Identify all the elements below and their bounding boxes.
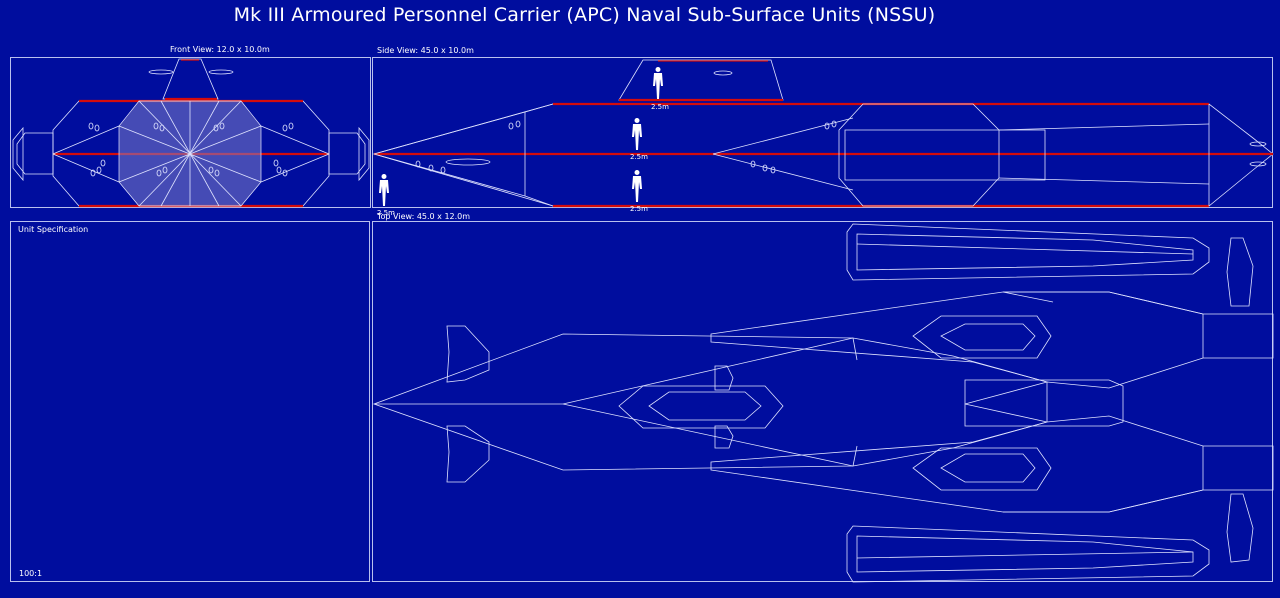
- scale-label: 2.5m: [651, 103, 669, 111]
- front-view-panel: [10, 57, 371, 208]
- unit-specification-heading: Unit Specification: [18, 225, 89, 234]
- drawing-scale: 100:1: [19, 569, 43, 578]
- drawing-title: Mk III Armoured Personnel Carrier (APC) …: [233, 4, 936, 26]
- side-view-label: Side View: 45.0 x 10.0m: [377, 46, 474, 55]
- top-view-drawing: [372, 223, 1274, 583]
- scale-figure: [632, 170, 642, 202]
- front-view-label: Front View: 12.0 x 10.0m: [170, 45, 270, 54]
- front-view-drawing: [12, 58, 370, 208]
- side-view-panel: 2.5m 2.5m 2.5m 2.5m: [372, 57, 1274, 217]
- side-view-drawing: 2.5m 2.5m 2.5m 2.5m: [372, 59, 1274, 217]
- scale-figure: [632, 118, 642, 150]
- top-view-label: Top View: 45.0 x 12.0m: [377, 212, 471, 221]
- scale-figure: [379, 174, 389, 206]
- scale-label: 2.5m: [630, 205, 648, 213]
- scale-label: 2.5m: [377, 209, 395, 217]
- scale-label: 2.5m: [630, 153, 648, 161]
- scale-figure: [653, 67, 663, 99]
- unit-specification-panel: Unit Specification 100:1: [10, 221, 370, 582]
- top-view-panel: [372, 221, 1274, 583]
